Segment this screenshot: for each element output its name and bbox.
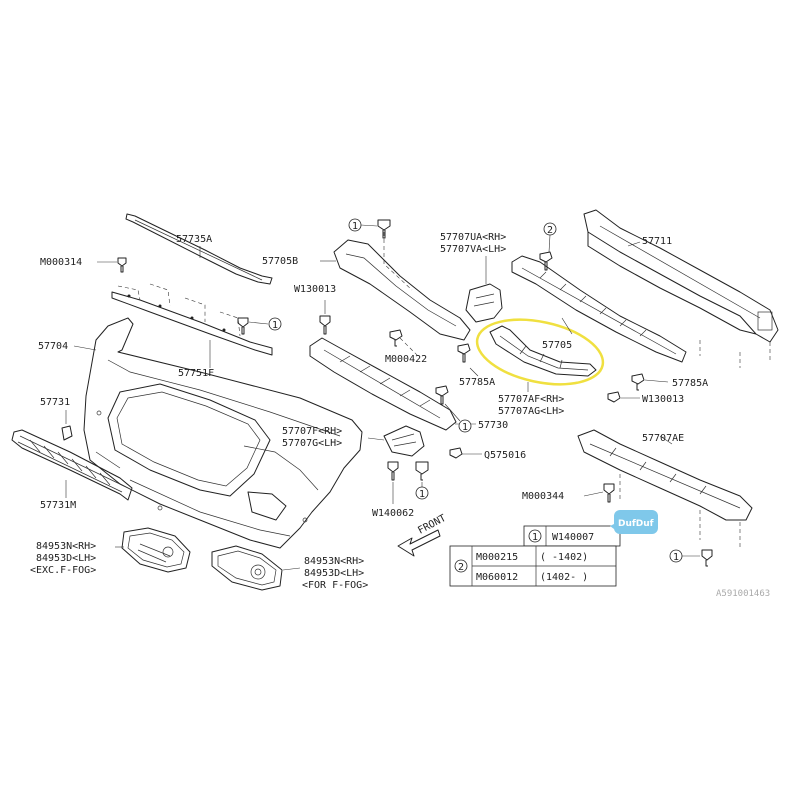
label-57735A: 57735A [176, 234, 212, 245]
label-m000344: M000344 [522, 491, 564, 502]
watermark-badge [610, 510, 658, 534]
label-57707F: 57707F<RH> [282, 426, 342, 437]
label-84953N-a: 84953N<RH> [36, 541, 96, 552]
label-57730: 57730 [478, 420, 508, 431]
label-exc-ffog: <EXC.F-FOG> [30, 565, 96, 576]
label-w140062: W140062 [372, 508, 414, 519]
reinforcement-57705 [489, 325, 597, 392]
reference-table [449, 525, 621, 587]
bolt-57785A-a [457, 343, 479, 377]
table-ref-2: 2 [458, 562, 464, 573]
clip-ref-1-lower [415, 461, 429, 500]
table-range-m000215: ( -1402) [540, 552, 588, 563]
table-part-m000215: M000215 [476, 552, 518, 563]
table-part-m060012: M060012 [476, 572, 518, 583]
bolt-w130013-a [319, 300, 331, 335]
side-bracket-57707F [367, 425, 425, 457]
table-part-w140007: W140007 [552, 532, 594, 543]
side-bracket-57707UA [465, 256, 503, 323]
label-57707G: 57707G<LH> [282, 438, 342, 449]
label-57731: 57731 [40, 397, 70, 408]
front-direction-arrow [397, 529, 441, 557]
screw-ref-1-mid [435, 385, 472, 433]
screw-w140062 [387, 461, 399, 504]
label-84953D-a: 84953D<LH> [36, 553, 96, 564]
circle-ref-1-c: 1 [462, 422, 468, 433]
circle-ref-1-b: 1 [352, 221, 358, 232]
bumper-face-57704 [73, 317, 363, 549]
fog-cover-for-ffog [211, 545, 301, 591]
table-ref-1: 1 [532, 532, 538, 543]
table-range-m060012: (1402- ) [540, 572, 588, 583]
label-57707UA: 57707UA<RH> [440, 232, 506, 243]
label-m000422: M000422 [385, 354, 427, 365]
label-q575016: Q575016 [484, 450, 526, 461]
lower-bracket-57707AE [577, 429, 753, 548]
highlight-ellipse-57705 [475, 318, 605, 386]
upper-bracket-57705B [320, 232, 471, 341]
bumper-beam-57711 [583, 209, 779, 368]
screw-m000422 [389, 329, 419, 357]
label-w130013-a: W130013 [294, 284, 336, 295]
screw-ref-1-top [348, 218, 391, 239]
label-57707AE: 57707AE [642, 433, 684, 444]
label-57705B: 57705B [262, 256, 298, 267]
screw-ref-1-upper [237, 317, 282, 335]
clip-m000314 [97, 257, 127, 273]
energy-absorber-upper [511, 255, 687, 363]
circle-ref-2-a: 2 [547, 225, 553, 236]
fog-cover-exc-ffog [115, 527, 191, 573]
circle-ref-1-a: 1 [272, 320, 278, 331]
label-84953N-b: 84953N<RH> [304, 556, 364, 567]
bolt-ref-2 [539, 222, 557, 271]
label-57785A-a: 57785A [459, 377, 495, 388]
bolt-57785A-b [631, 373, 669, 391]
label-57707AF: 57707AF<RH> [498, 394, 564, 405]
label-57707VA: 57707VA<LH> [440, 244, 506, 255]
label-57707AG: 57707AG<LH> [498, 406, 564, 417]
cap-57731 [61, 410, 73, 441]
label-for-ffog: <FOR F-FOG> [302, 580, 368, 591]
image-code: A591001463 [716, 589, 770, 599]
label-57785A-b: 57785A [672, 378, 708, 389]
label-84953D-b: 84953D<LH> [304, 568, 364, 579]
lower-grille-57731M [11, 429, 133, 501]
grille-57751F [111, 283, 273, 368]
label-57705: 57705 [542, 340, 572, 351]
label-57731M: 57731M [40, 500, 76, 511]
label-57711: 57711 [642, 236, 672, 247]
grille-upper-molding-57735A [125, 213, 273, 285]
label-57751F: 57751F [178, 368, 214, 379]
screw-ref-1-lower-right [669, 549, 713, 567]
screw-m000344 [583, 483, 615, 503]
bolt-w130013-b [607, 391, 640, 403]
label-m000314: M000314 [40, 257, 82, 268]
absorber-57730 [309, 337, 476, 431]
label-w130013-b: W130013 [642, 394, 684, 405]
nut-q575016 [449, 447, 482, 459]
circle-ref-1-e: 1 [419, 489, 425, 500]
circle-ref-1-d: 1 [673, 552, 679, 563]
label-57704: 57704 [38, 341, 68, 352]
watermark-text: DufDuf [618, 519, 654, 529]
